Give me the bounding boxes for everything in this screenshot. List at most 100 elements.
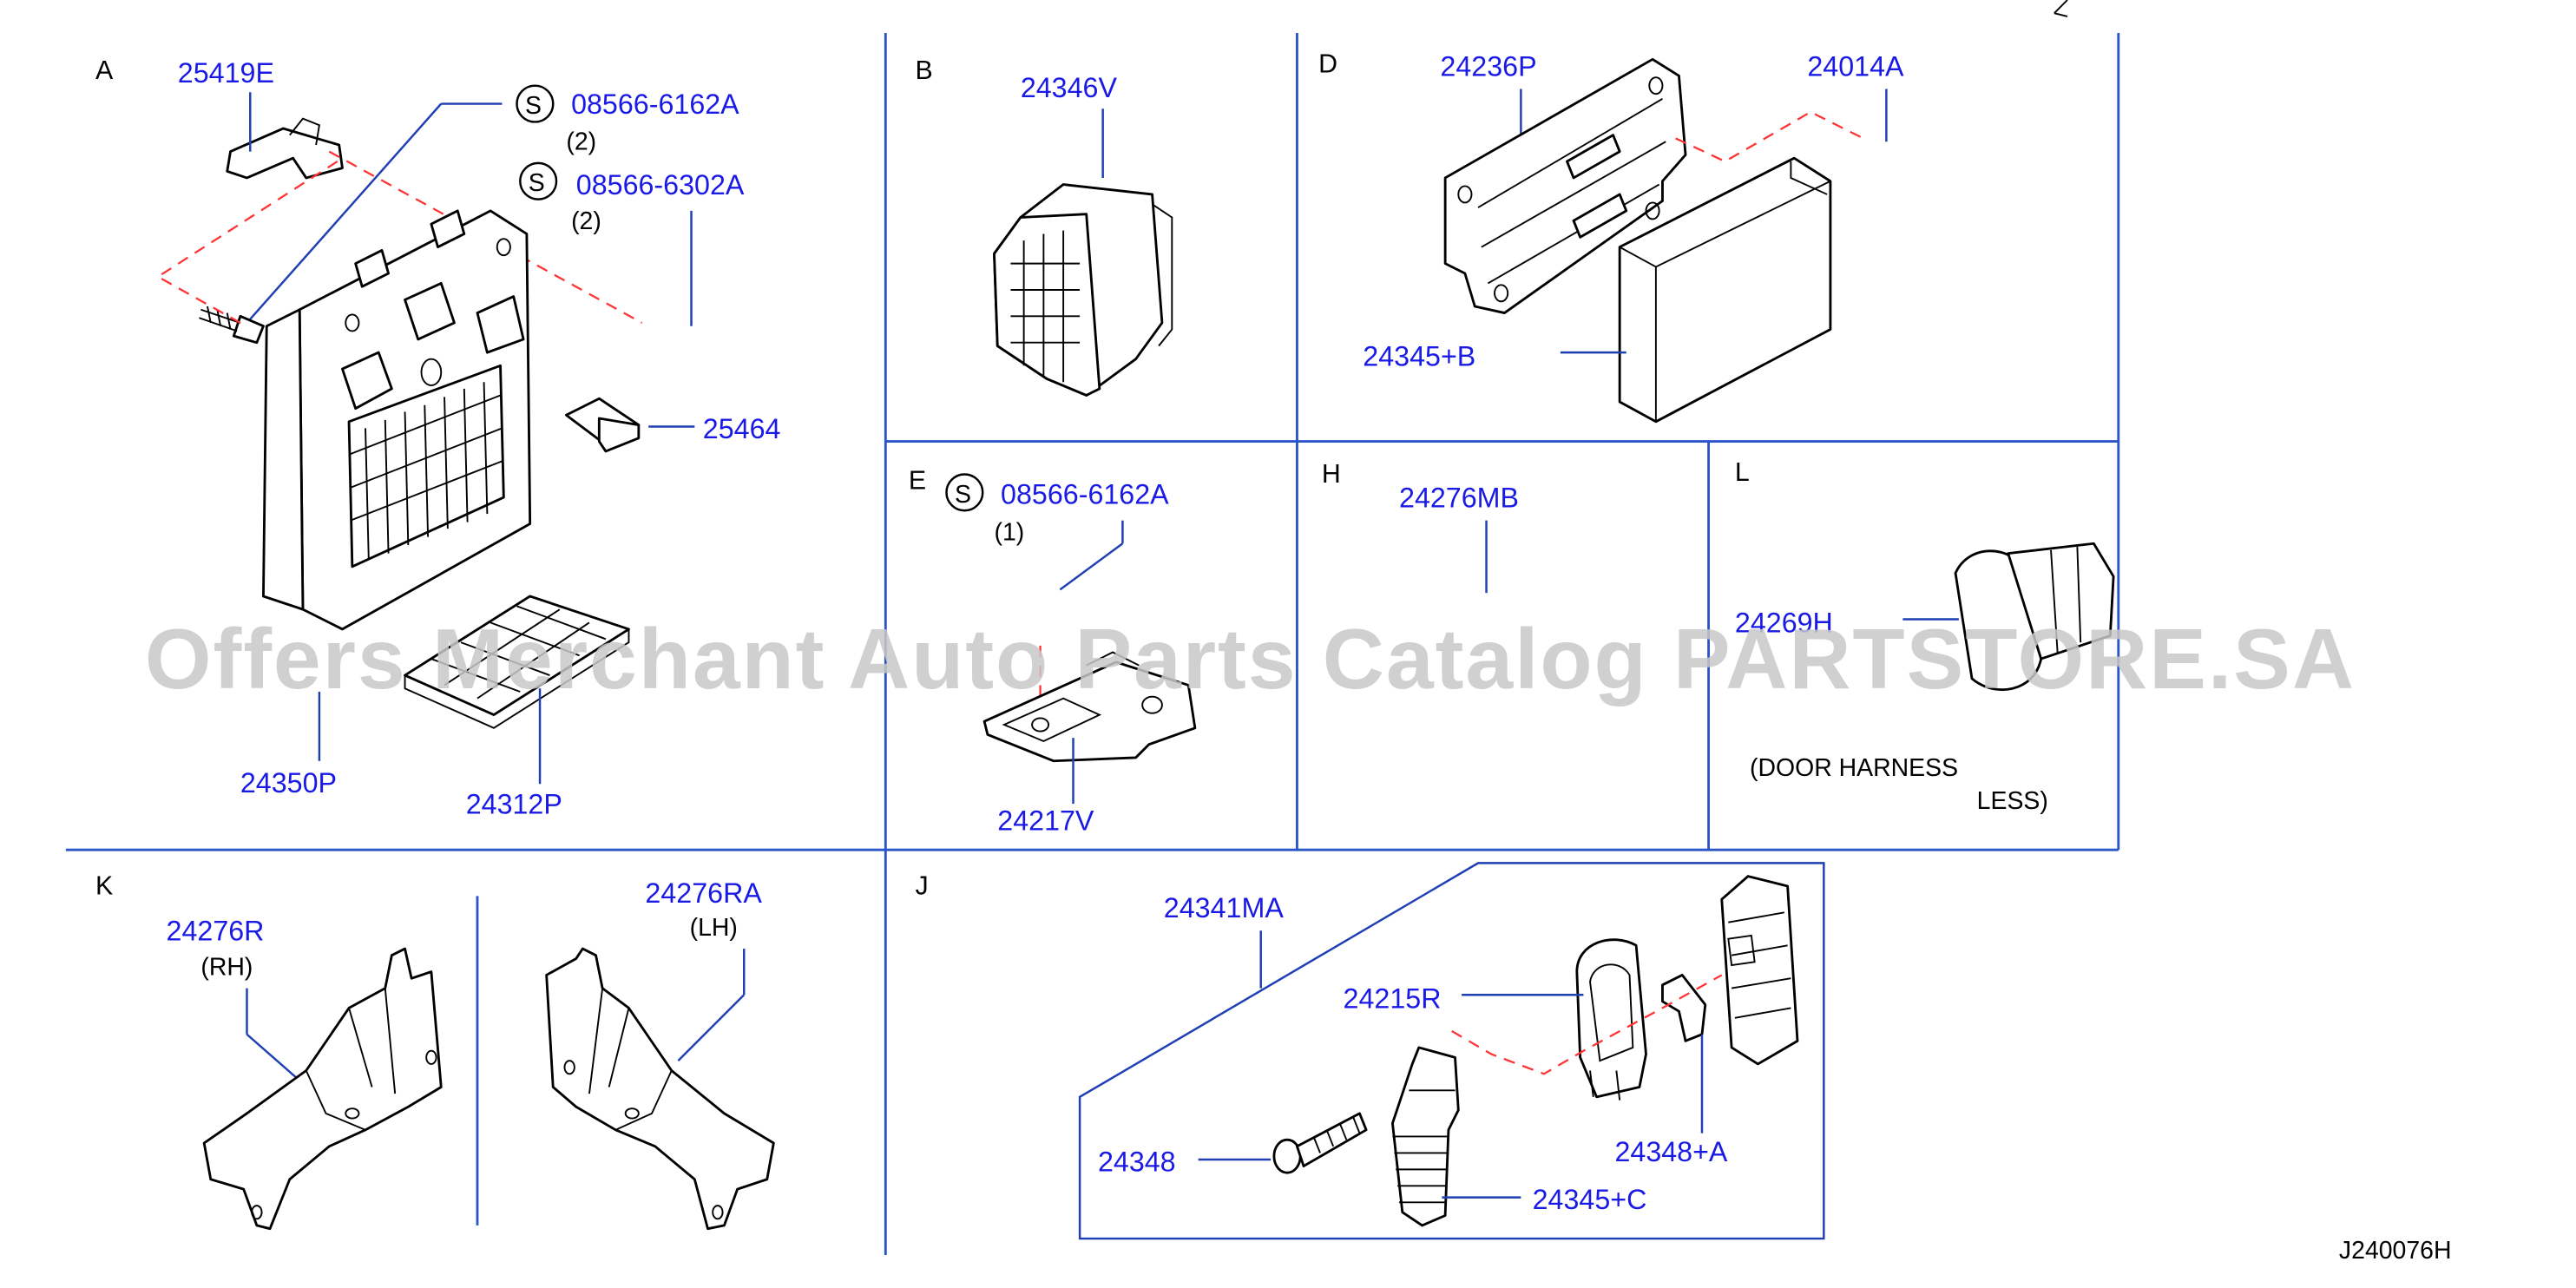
bracket-24276ra-hole-3 — [563, 1060, 575, 1075]
bolt-24348-thread — [1312, 1116, 1361, 1153]
section-d-letter: D — [1318, 49, 1337, 78]
exploded-line-d — [1675, 110, 1864, 163]
part-number-24346v[interactable]: 24346V — [1021, 72, 1118, 103]
section-h: H 24276MB — [1322, 460, 1519, 594]
exploded-line-j — [1451, 974, 1723, 1075]
bracket-24217v-detail — [1002, 651, 1140, 743]
fuse-block-side-drawing — [262, 308, 305, 611]
bracket-24276ra-hole-1 — [712, 1205, 724, 1220]
part-number-24348a[interactable]: 24348+A — [1614, 1136, 1727, 1167]
leader-24276ra-b — [677, 994, 746, 1061]
connector-24346v-pins — [1010, 230, 1081, 383]
label-lh: (LH) — [690, 914, 738, 942]
part-number-24312p[interactable]: 24312P — [466, 788, 562, 819]
drawing-code: J240076H — [2339, 1237, 2452, 1265]
part-number-24014a[interactable]: 24014A — [1807, 50, 1904, 82]
mount-hole-3 — [420, 358, 443, 387]
quantity-08566-6302a: (2) — [571, 207, 601, 235]
bracket-24276r-hole-3 — [425, 1049, 437, 1065]
module-24345b-edges — [1619, 180, 1831, 422]
corner-fragment — [2054, 0, 2068, 17]
exploded-line-a1 — [155, 161, 338, 324]
watermark: Offers Merchant Auto Parts Catalog PARTS… — [145, 611, 2356, 706]
symbol-s-2: S — [529, 169, 545, 197]
section-k-letter: K — [95, 871, 113, 900]
bracket-24276r-folds — [305, 988, 397, 1131]
part-number-08566-6162a[interactable]: 08566-6162A — [571, 89, 739, 120]
bracket-hole-2 — [1648, 76, 1664, 95]
connector-24346v-back — [1152, 203, 1173, 347]
bracket-24217v-drawing — [982, 660, 1197, 763]
part-number-24215r[interactable]: 24215R — [1344, 982, 1442, 1014]
part-number-24276mb[interactable]: 24276MB — [1399, 482, 1519, 513]
cover-24312p-grid — [404, 605, 630, 729]
screw-head-drawing — [232, 314, 265, 345]
part-number-24236p[interactable]: 24236P — [1440, 50, 1536, 82]
bracket-24217v-hole — [1031, 717, 1050, 733]
part-number-24276ra[interactable]: 24276RA — [645, 877, 762, 909]
mount-hole-2 — [496, 238, 511, 257]
part-number-24276r[interactable]: 24276R — [167, 916, 265, 947]
bracket-hole-1 — [1457, 185, 1473, 204]
part-number-24269h[interactable]: 24269H — [1735, 608, 1833, 639]
section-j-letter: J — [915, 871, 928, 900]
section-d: D 24236P 24014A 24345+B — [1318, 49, 1904, 424]
bracket-24217v-hole-2 — [1141, 695, 1163, 714]
note-door-harness: (DOOR HARNESS — [1750, 754, 1958, 782]
connector-24215r-detail — [1589, 963, 1634, 1101]
bracket-24276ra-hole-2 — [624, 1107, 640, 1120]
kit-boundary-24341ma — [1078, 862, 1825, 1240]
part-number-24350p[interactable]: 24350P — [240, 767, 337, 798]
part-number-24348[interactable]: 24348 — [1098, 1146, 1176, 1177]
connector-top-2-drawing — [430, 209, 466, 249]
bracket-24236p-drawing — [1443, 57, 1687, 314]
connector-24215r-drawing — [1575, 938, 1647, 1099]
relay-1-drawing — [341, 351, 393, 411]
section-a: A 25419E S 08566-6162A (2) S 08566-6302A… — [95, 56, 780, 819]
connector-block-drawing — [1720, 875, 1799, 1066]
clip-24348a-drawing — [1661, 974, 1707, 1042]
leader-08566-6162a-b — [246, 102, 443, 324]
standard-part-symbol-3 — [945, 473, 984, 512]
bracket-24276r-hole-2 — [345, 1107, 360, 1120]
bolt-24348-shank — [1296, 1112, 1368, 1167]
section-h-letter: H — [1322, 460, 1341, 489]
grommet-24269h-ribs — [2050, 547, 2082, 653]
bracket-24276ra-drawing — [545, 947, 775, 1231]
part-number-25464[interactable]: 25464 — [703, 413, 781, 444]
boot-24345c-ribs — [1392, 1089, 1456, 1204]
connector-block-detail — [1727, 911, 1791, 1019]
part-number-24217v[interactable]: 24217V — [997, 805, 1094, 836]
label-rh: (RH) — [200, 953, 253, 981]
part-number-24341ma[interactable]: 24341MA — [1164, 892, 1285, 923]
relay-3-drawing — [476, 295, 525, 354]
connector-24346v-face — [993, 213, 1101, 397]
standard-part-symbol-1 — [516, 84, 555, 123]
note-less: LESS) — [1977, 787, 2048, 815]
quantity-e-08566-6162a: (1) — [994, 518, 1024, 546]
connector-top-1-drawing — [354, 249, 390, 288]
bracket-slot-1 — [1566, 134, 1621, 180]
bracket-hole-4 — [1494, 284, 1509, 303]
section-e-letter: E — [909, 467, 926, 496]
section-b-letter: B — [915, 56, 932, 85]
part-number-25419e[interactable]: 25419E — [178, 57, 274, 89]
section-e: E S 08566-6162A (1) 24217V — [909, 467, 1197, 836]
part-number-08566-6302a[interactable]: 08566-6302A — [576, 169, 745, 200]
section-k: K 24276R (RH) 24276RA (LH) — [95, 871, 775, 1231]
section-j: J 24341MA 24215R 24348+A 24345+C 24348 — [915, 862, 1825, 1240]
part-number-24345b[interactable]: 24345+B — [1363, 340, 1475, 371]
grommet-24269h-boot — [2007, 542, 2115, 660]
section-a-letter: A — [95, 56, 114, 85]
leader-24276r-b — [246, 1033, 300, 1081]
bolt-24348-head — [1272, 1138, 1302, 1174]
fuse-25464-side — [597, 417, 641, 453]
section-l: L 24269H (DOOR HARNESS LESS) — [1735, 458, 2115, 815]
part-number-e-08566-6162a[interactable]: 08566-6162A — [1001, 479, 1169, 510]
bracket-24276r-drawing — [202, 947, 443, 1231]
part-number-24345c[interactable]: 24345+C — [1533, 1184, 1647, 1215]
quantity-08566-6162a: (2) — [566, 128, 596, 156]
symbol-s-3: S — [955, 481, 971, 509]
